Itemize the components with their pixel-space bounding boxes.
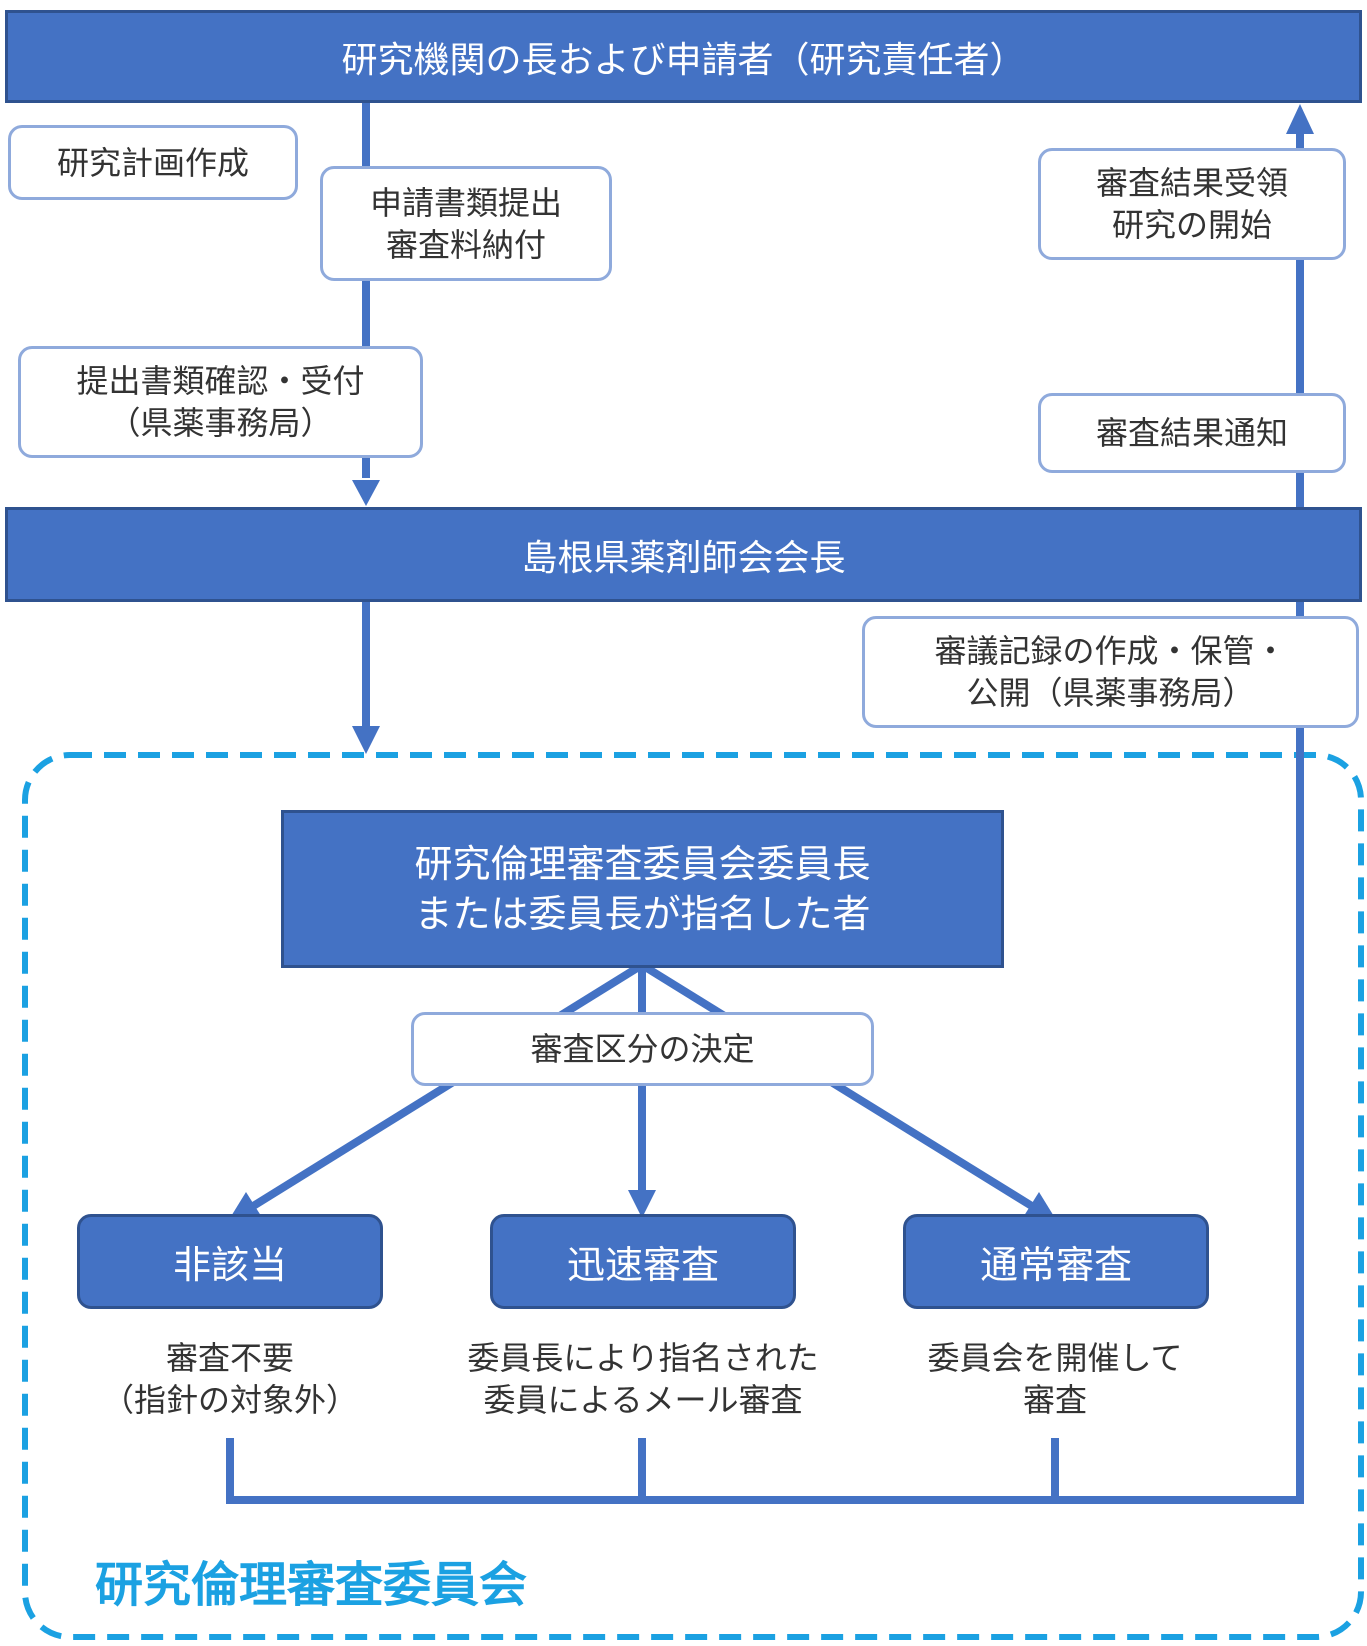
category-regular-review: 通常審査 [903,1214,1209,1309]
submission-line-2: 審査料納付 [385,225,546,264]
category-non-applicable: 非該当 [77,1214,383,1309]
result-received-note: 審査結果受領 研究の開始 [1038,148,1346,260]
arrow-to-president [352,480,380,506]
non-applicable-desc-line-1: 審査不要 [165,1339,294,1377]
expedited-desc-line-2: 委員によるメール審査 [483,1381,803,1419]
chair-line-1: 研究倫理審査委員会委員長 [414,842,871,886]
decision-text: 審査区分の決定 [530,1030,755,1068]
result-notification-note: 審査結果通知 [1038,393,1346,473]
committee-title: 研究倫理審査委員会 [95,1557,528,1613]
branch-line-right [639,961,1038,1212]
category-non-applicable-desc: 審査不要 （指針の対象外） [70,1337,390,1421]
record-line-1: 審議記録の作成・保管・ [934,632,1287,670]
result-received-line-2: 研究の開始 [1111,206,1272,244]
category-regular-desc: 委員会を開催して 審査 [880,1337,1230,1421]
result-received-line-1: 審査結果受領 [1095,164,1288,202]
category-expedited-review: 迅速審査 [490,1214,796,1309]
chair-line-2: または委員長が指名した者 [414,892,871,936]
review-category-decision: 審査区分の決定 [411,1012,874,1086]
research-plan-note: 研究計画作成 [8,125,298,200]
committee-chair-box: 研究倫理審査委員会委員長 または委員長が指名した者 [281,810,1004,968]
arrow-to-expedited [628,1190,656,1218]
expedited-desc-line-1: 委員長により指名された [467,1339,819,1377]
submission-line-1: 申請書類提出 [369,183,562,222]
reception-line-2: （県薬事務局） [108,404,333,442]
category-non-applicable-label: 非該当 [172,1243,287,1287]
category-regular-label: 通常審査 [979,1243,1132,1287]
branch-line-left [247,961,645,1212]
regular-desc-line-1: 委員会を開催して [927,1339,1183,1377]
arrow-to-regular [1022,1192,1055,1219]
reception-note: 提出書類確認・受付 （県薬事務局） [18,346,423,458]
non-applicable-desc-line-2: （指針の対象外） [101,1381,358,1419]
regular-desc-line-2: 審査 [1022,1381,1087,1419]
research-plan-text: 研究計画作成 [56,143,249,182]
header-title: 研究機関の長および申請者（研究責任者） [341,39,1026,81]
president-bar: 島根県薬剤師会会長 [5,507,1362,602]
category-expedited-desc: 委員長により指名された 委員によるメール審査 [433,1337,853,1421]
record-note: 審議記録の作成・保管・ 公開（県薬事務局） [862,616,1359,728]
result-notification-text: 審査結果通知 [1095,414,1288,452]
category-expedited-label: 迅速審査 [566,1243,719,1287]
arrow-to-header [1286,104,1314,134]
arrow-to-non-applicable [230,1192,263,1219]
header-bar: 研究機関の長および申請者（研究責任者） [5,10,1362,103]
arrow-to-committee [352,726,380,754]
committee-boundary [22,752,1364,1640]
submission-note: 申請書類提出 審査料納付 [320,166,612,281]
record-line-2: 公開（県薬事務局） [966,674,1255,712]
president-title: 島根県薬剤師会会長 [521,537,846,579]
reception-line-1: 提出書類確認・受付 [76,362,365,400]
